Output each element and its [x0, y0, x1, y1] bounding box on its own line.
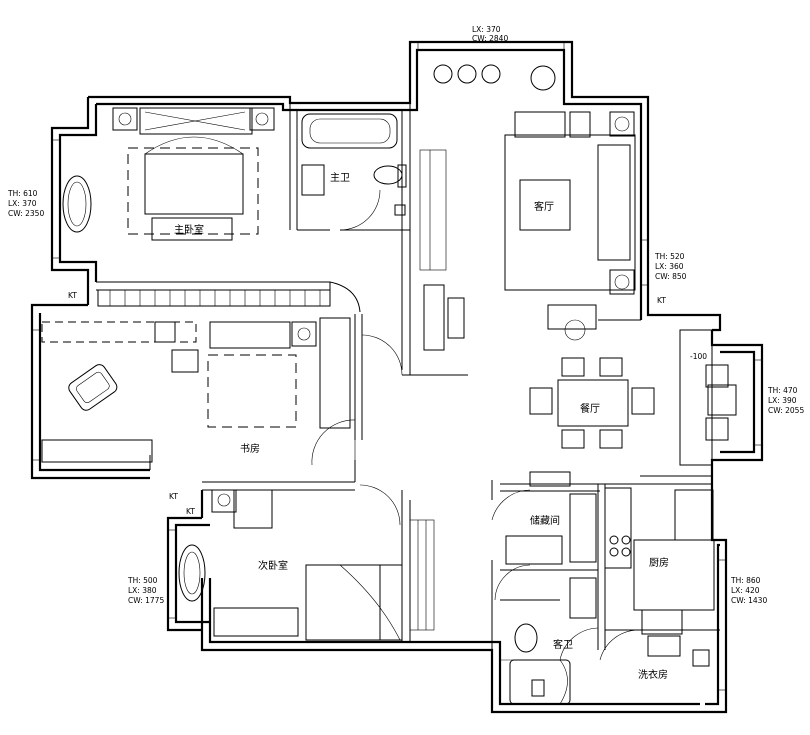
label-living-room: 客厅: [534, 200, 554, 213]
spec-right-living-line-1: TH: 520: [654, 252, 685, 261]
label-master-bath: 主卫: [330, 172, 350, 184]
spec-right-dining-line-1: TH: 470: [767, 386, 798, 395]
study-furniture: [41, 317, 351, 463]
kt-marker-second: KT: [186, 507, 195, 516]
master-bedroom-furniture: [62, 107, 331, 307]
spec-left-second-line-2: LX: 380: [128, 586, 157, 595]
kt-marker-master: KT: [68, 291, 77, 300]
spec-right-kitchen-line-3: CW: 1430: [731, 596, 767, 605]
kt-marker-living: KT: [657, 296, 666, 305]
spec-left-second-line-3: CW: 1775: [128, 596, 164, 605]
spec-right-kitchen-line-2: LX: 420: [731, 586, 760, 595]
spec-right-kitchen-line-1: TH: 860: [730, 576, 761, 585]
markers: KT KT KT KT -100: [68, 291, 707, 516]
spec-right-living-line-2: LX: 360: [655, 262, 684, 271]
spec-top-line-2: CW: 2840: [472, 34, 508, 43]
label-second-bedroom: 次卧室: [258, 559, 288, 572]
dining-furniture: [529, 304, 737, 466]
spec-right-dining-line-2: LX: 390: [768, 396, 797, 405]
window-spec-annotations: LX: 370 CW: 2840 TH: 610 LX: 370 CW: 235…: [7, 25, 804, 605]
label-study: 书房: [240, 442, 260, 455]
second-bedroom-furniture: [178, 489, 403, 641]
spec-left-master-line-2: LX: 370: [8, 199, 37, 208]
label-guest-bath: 客卫: [553, 638, 573, 651]
label-master-bedroom: 主卧室: [174, 223, 204, 236]
spec-right-dining-line-3: CW: 2055: [768, 406, 804, 415]
spec-top-line-1: LX: 370: [472, 25, 501, 34]
label-dining-room: 餐厅: [580, 402, 600, 415]
label-storage: 储藏间: [530, 514, 560, 527]
master-bath-fixtures: [301, 113, 407, 216]
spec-right-living-line-3: CW: 850: [655, 272, 687, 281]
level-marker: -100: [690, 352, 707, 361]
spec-left-master-line-3: CW: 2350: [8, 209, 44, 218]
kt-marker-study: KT: [169, 492, 178, 501]
spec-left-master-line-1: TH: 610: [7, 189, 38, 198]
doors: [311, 189, 641, 661]
windows: [31, 41, 763, 691]
living-room-furniture: [423, 64, 636, 351]
label-laundry: 洗衣房: [638, 668, 668, 681]
label-kitchen: 厨房: [649, 556, 669, 569]
room-labels: 主卧室 主卫 客厅 餐厅 书房 次卧室 储藏间 厨房 客卫 洗衣房: [174, 172, 669, 681]
spec-left-second-line-1: TH: 500: [127, 576, 158, 585]
service-area-fixtures: [500, 471, 715, 705]
